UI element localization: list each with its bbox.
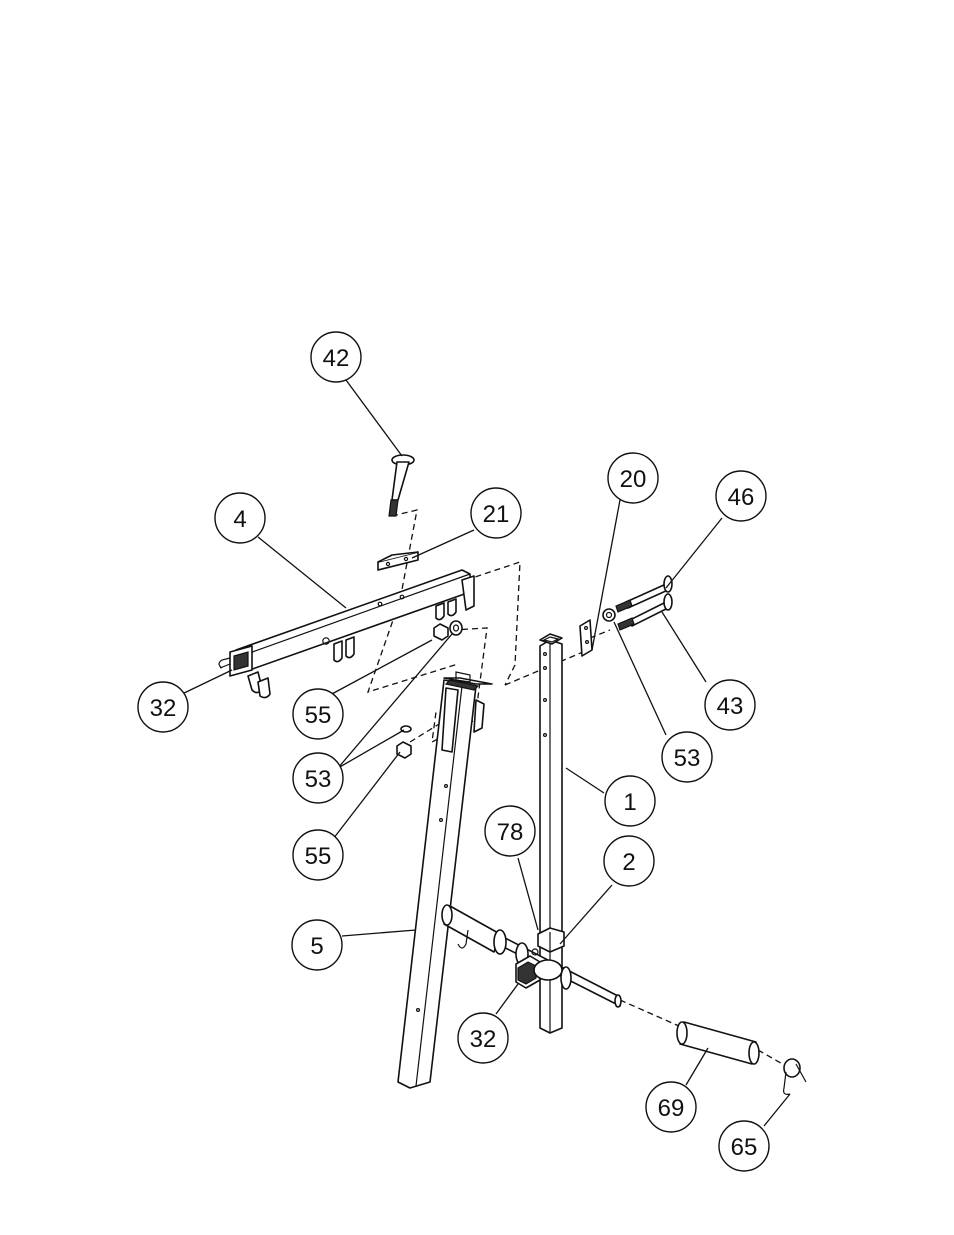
callout-55-lower: 55: [293, 830, 343, 880]
callout-69: 69: [646, 1082, 696, 1132]
callout-42: 42: [311, 332, 361, 382]
plate-21: [378, 552, 418, 570]
callout-label-69: 69: [658, 1095, 685, 1122]
spring-clip-65: [784, 1059, 806, 1094]
roller-pad-69: [677, 1022, 759, 1064]
callout-label-53-left: 53: [305, 766, 332, 793]
callout-21: 21: [471, 488, 521, 538]
callout-label-65: 65: [731, 1134, 758, 1161]
callout-1: 1: [605, 776, 655, 826]
crossbar-assembly: [442, 905, 621, 1007]
callout-label-21: 21: [483, 501, 510, 528]
callout-label-78: 78: [497, 819, 524, 846]
callout-4: 4: [215, 493, 265, 543]
callout-53-left: 53: [293, 753, 343, 803]
callout-label-53-right: 53: [674, 745, 701, 772]
callout-78: 78: [485, 806, 535, 856]
callout-label-43: 43: [717, 693, 744, 720]
callout-label-20: 20: [620, 466, 647, 493]
bolt-42: [389, 455, 414, 516]
callout-label-55-upper: 55: [305, 702, 332, 729]
callout-43: 43: [705, 680, 755, 730]
callout-5: 5: [292, 920, 342, 970]
callout-label-42: 42: [323, 345, 350, 372]
callout-label-5: 5: [310, 933, 323, 960]
callout-32-lower: 32: [458, 1013, 508, 1063]
washer-53: [603, 609, 615, 621]
callout-2: 2: [604, 836, 654, 886]
callout-label-1: 1: [623, 789, 636, 816]
callout-53-right: 53: [662, 732, 712, 782]
bracket-plate-20: [580, 620, 592, 656]
callout-55-upper: 55: [293, 689, 343, 739]
callout-65: 65: [719, 1121, 769, 1171]
callout-20: 20: [608, 453, 658, 503]
collar-2: [538, 928, 564, 952]
callout-label-46: 46: [728, 484, 755, 511]
callout-label-55-lower: 55: [305, 843, 332, 870]
callout-label-32-lower: 32: [470, 1026, 497, 1053]
nut-washer-group-upper: [434, 621, 462, 640]
callout-32-upper: 32: [138, 682, 188, 732]
callout-46: 46: [716, 471, 766, 521]
callout-label-2: 2: [622, 849, 635, 876]
callout-label-4: 4: [233, 506, 246, 533]
callout-label-32-upper: 32: [150, 695, 177, 722]
